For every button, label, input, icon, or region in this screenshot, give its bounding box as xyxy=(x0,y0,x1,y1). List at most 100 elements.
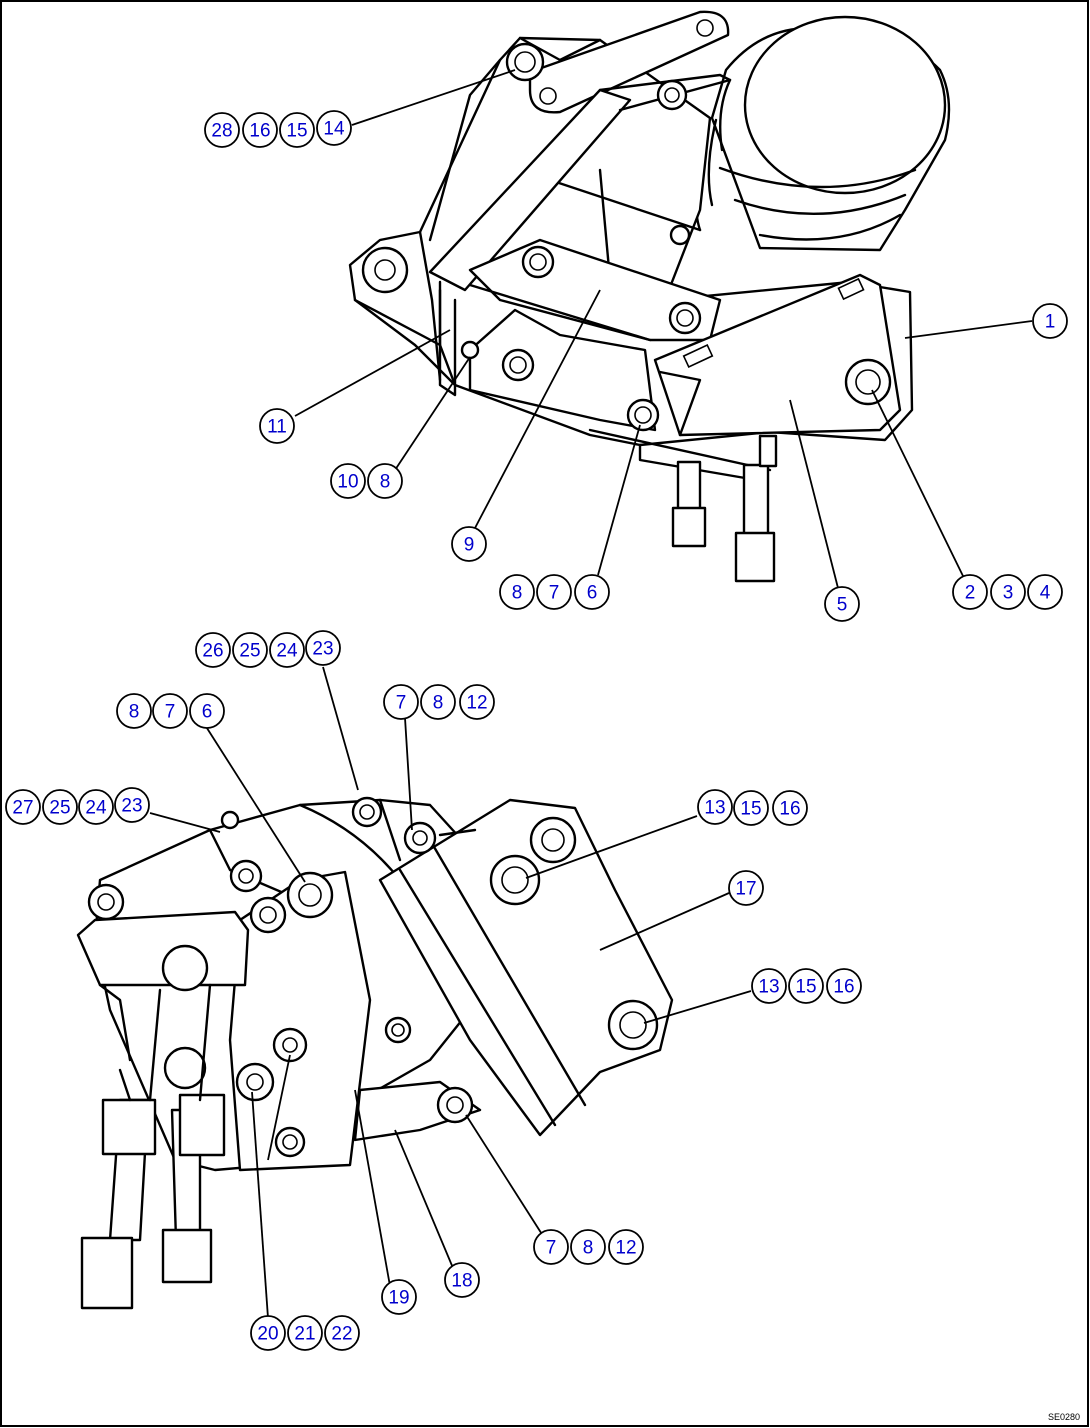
callout-circle xyxy=(788,968,824,1004)
callout-number: 13 xyxy=(758,977,779,998)
callout-number: 6 xyxy=(202,702,213,723)
callout-circle xyxy=(287,1315,323,1351)
callout-circle xyxy=(114,787,150,823)
callout-bubble: 2 xyxy=(952,574,988,610)
callout-number: 27 xyxy=(12,798,33,819)
diagonal-bar xyxy=(428,73,732,397)
callout-number: 24 xyxy=(85,798,107,819)
leader-lines xyxy=(149,69,1033,1319)
callout-c-9: 9 xyxy=(451,526,487,562)
callout-bubble: 5 xyxy=(824,586,860,622)
callout-number: 21 xyxy=(294,1324,315,1345)
callout-c-20-21-22: 20 21 22 xyxy=(250,1315,360,1351)
lower-hoses xyxy=(80,983,226,1310)
callout-bubble: 13 xyxy=(697,789,733,825)
callout-number: 20 xyxy=(257,1324,278,1345)
callout-number: 10 xyxy=(337,472,358,493)
callout-circle xyxy=(533,1229,569,1265)
callout-bubble: 8 xyxy=(420,684,456,720)
callout-bubble: 24 xyxy=(269,632,305,668)
callout-circle xyxy=(250,1315,286,1351)
callout-circle xyxy=(1032,303,1068,339)
callout-number: 6 xyxy=(587,583,598,604)
upper-ports xyxy=(671,434,778,583)
callout-circle xyxy=(728,870,764,906)
callout-bubble: 16 xyxy=(242,112,278,148)
callout-circle xyxy=(259,408,295,444)
callout-number: 2 xyxy=(965,583,976,604)
callout-circle xyxy=(570,1229,606,1265)
plate-17 xyxy=(378,798,674,1137)
callout-number: 26 xyxy=(202,641,223,662)
callout-number: 23 xyxy=(121,796,142,817)
callout-circle xyxy=(232,632,268,668)
callout-circle xyxy=(269,632,305,668)
callout-number: 23 xyxy=(312,639,333,660)
callout-number: 9 xyxy=(464,535,475,556)
callout-circle xyxy=(330,463,366,499)
callout-c-1: 1 xyxy=(1032,303,1068,339)
callout-c-27-25-24-23: 27 25 24 23 xyxy=(5,787,150,825)
callout-bubble: 26 xyxy=(195,632,231,668)
callout-number: 8 xyxy=(129,702,140,723)
callout-number: 4 xyxy=(1040,583,1051,604)
callout-number: 1 xyxy=(1045,312,1056,333)
callout-circle xyxy=(367,463,403,499)
lower-frame-plate xyxy=(468,308,657,432)
callout-circle xyxy=(499,574,535,610)
upper-assembly-drawing xyxy=(348,10,951,583)
callout-number: 19 xyxy=(388,1288,409,1309)
callout-circle xyxy=(324,1315,360,1351)
callout-bubble: 8 xyxy=(499,574,535,610)
callout-circle xyxy=(78,789,114,825)
callout-number: 8 xyxy=(512,583,523,604)
callout-circle xyxy=(279,112,315,148)
top-link-plate xyxy=(528,10,730,114)
callout-number: 18 xyxy=(451,1271,472,1292)
callout-circle xyxy=(42,789,78,825)
callout-bubble: 1 xyxy=(1032,303,1068,339)
callout-circle xyxy=(826,968,862,1004)
callout-bubble: 16 xyxy=(826,968,862,1004)
callout-number: 7 xyxy=(549,583,560,604)
callout-circle xyxy=(733,790,769,826)
callout-c-19: 19 xyxy=(381,1279,417,1315)
callout-number: 16 xyxy=(779,799,800,820)
callout-number: 22 xyxy=(331,1324,352,1345)
callout-bubble: 22 xyxy=(324,1315,360,1351)
callout-bubble: 7 xyxy=(533,1229,569,1265)
callout-bubble: 20 xyxy=(250,1315,286,1351)
callout-bubble: 23 xyxy=(305,630,341,666)
callout-circle xyxy=(195,632,231,668)
callout-bubble: 19 xyxy=(381,1279,417,1315)
callout-circle xyxy=(444,1262,480,1298)
callout-circle xyxy=(772,790,808,826)
callout-c-10-8: 10 8 xyxy=(330,463,403,499)
callout-bubble: 15 xyxy=(733,790,769,826)
callout-bubble: 18 xyxy=(444,1262,480,1298)
callout-circle xyxy=(420,684,456,720)
callout-number: 7 xyxy=(165,702,176,723)
callout-bubble: 14 xyxy=(316,110,352,146)
callout-circle xyxy=(152,693,188,729)
callout-bubble: 7 xyxy=(152,693,188,729)
callout-circle xyxy=(5,789,41,825)
callout-number: 8 xyxy=(583,1238,594,1259)
callout-number: 12 xyxy=(615,1238,636,1259)
callout-circle xyxy=(1027,574,1063,610)
callout-bubble: 8 xyxy=(367,463,403,499)
callout-c-18: 18 xyxy=(444,1262,480,1298)
callout-circle xyxy=(316,110,352,146)
callout-bubble: 3 xyxy=(990,574,1026,610)
callout-bubble: 15 xyxy=(279,112,315,148)
callout-bubble: 11 xyxy=(259,408,295,444)
callout-bubble: 25 xyxy=(42,789,78,825)
callout-circle xyxy=(204,112,240,148)
callout-bubble: 4 xyxy=(1027,574,1063,610)
